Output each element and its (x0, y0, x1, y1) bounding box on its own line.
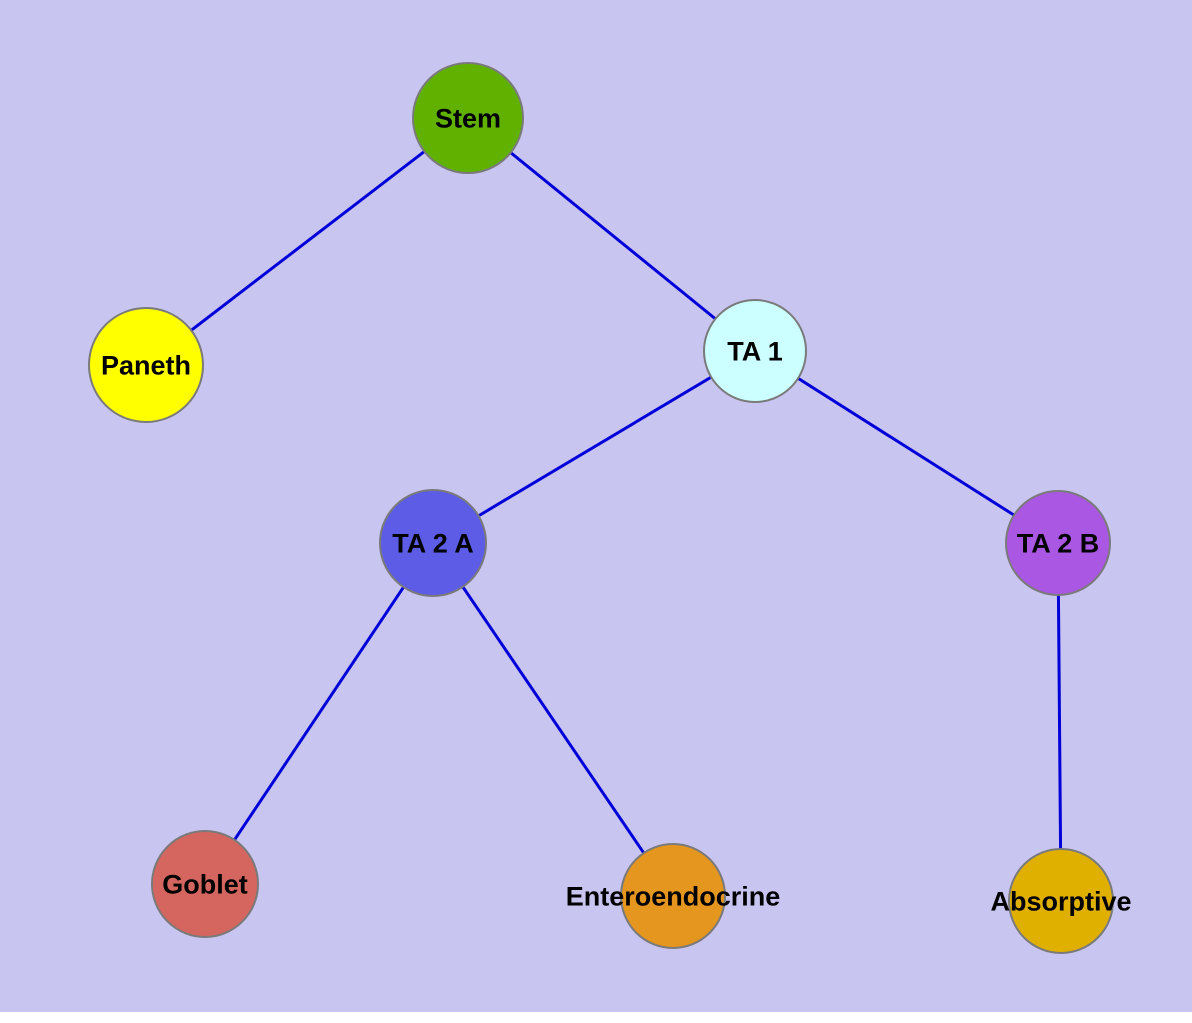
node-stem[interactable]: Stem (412, 62, 524, 174)
node-circle-stem[interactable] (412, 62, 524, 174)
node-ta1[interactable]: TA 1 (703, 299, 807, 403)
edge-ta1-ta2b (754, 349, 1059, 545)
node-ta2a[interactable]: TA 2 A (379, 489, 487, 597)
edge-stem-paneth (145, 116, 469, 367)
edge-ta2b-absorptive (1056, 542, 1063, 902)
node-absorptive[interactable]: Absorptive (990, 848, 1132, 954)
node-circle-ta2b[interactable] (1005, 490, 1111, 596)
node-circle-paneth[interactable] (88, 307, 204, 423)
node-circle-ta2a[interactable] (379, 489, 487, 597)
bottom-margin (0, 1012, 1192, 1023)
edge-stem-ta1 (467, 116, 756, 353)
node-goblet[interactable]: Goblet (151, 830, 259, 938)
edge-ta2a-goblet (203, 542, 435, 885)
node-circle-absorptive[interactable] (1008, 848, 1114, 954)
node-ta2b[interactable]: TA 2 B (1005, 490, 1111, 596)
node-circle-ta1[interactable] (703, 299, 807, 403)
node-circle-enteroendocrine[interactable] (620, 843, 726, 949)
node-circle-goblet[interactable] (151, 830, 259, 938)
node-paneth[interactable]: Paneth (88, 307, 204, 423)
edge-ta1-ta2a (432, 349, 756, 545)
node-enteroendocrine[interactable]: Enteroendocrine (566, 843, 781, 949)
edge-ta2a-enteroendocrine (431, 542, 675, 897)
